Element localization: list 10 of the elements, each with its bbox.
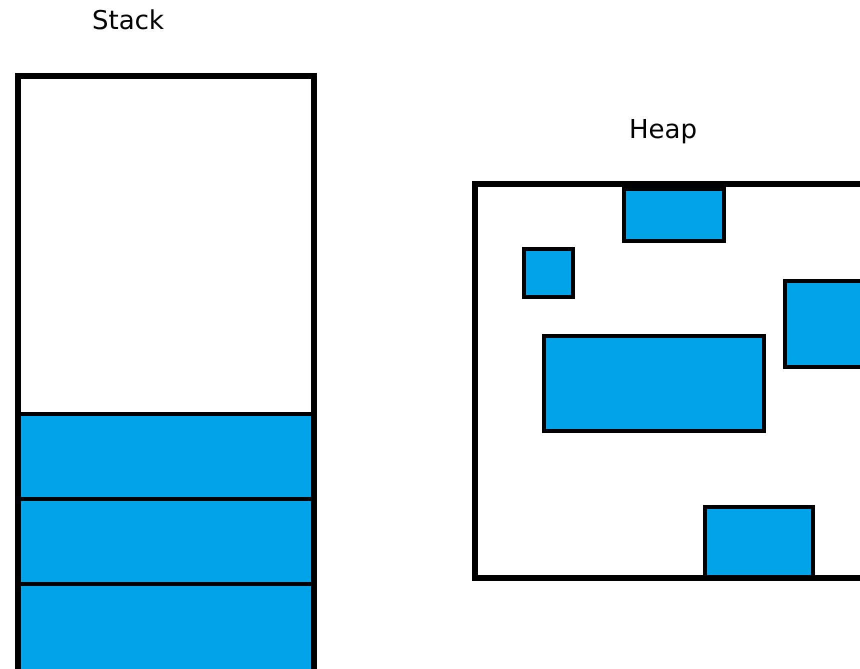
memory-block [542, 334, 766, 433]
heap-heading: Heap [629, 115, 697, 145]
memory-block [21, 497, 311, 582]
memory-block [21, 582, 311, 669]
stack-heading: Stack [92, 6, 164, 36]
memory-block [522, 247, 575, 299]
memory-block [703, 505, 815, 575]
memory-block [21, 412, 311, 497]
memory-block [622, 187, 726, 243]
memory-block [783, 279, 860, 369]
